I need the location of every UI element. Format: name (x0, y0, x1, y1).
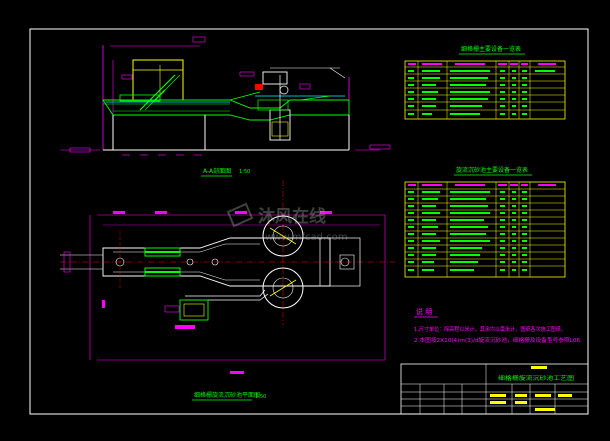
watermark: 沐风在线 www.mfcad.com (226, 202, 348, 243)
plan-view (60, 180, 395, 374)
section-view (60, 36, 391, 156)
plan-scale: 1:50 (255, 394, 266, 400)
section-title: A-A剖面图 1:50 (201, 167, 250, 177)
upper-table-title: 细格栅主要设备一览表 (461, 45, 521, 53)
note-line-1: 1.尺寸单位：除高程以米计，其余均以毫米计，图纸各次施工图纸。 (414, 325, 566, 333)
plan-label: 细格栅旋流沉砂池平面图 (194, 391, 260, 399)
section-scale: 1:50 (239, 169, 250, 175)
sheet-border (29, 28, 589, 415)
notes-block: 说 明 1.尺寸单位：除高程以米计，其余均以毫米计，图纸各次施工图纸。 2.本图… (414, 307, 582, 344)
lower-equipment-table: 旋流沉砂池主要设备一览表 (404, 166, 566, 278)
note-line-2: 2.本图按2X10(4)m(3)/d旋流沉砂池，细格栅及设备型号参照L06. (414, 336, 582, 344)
watermark-url: www.mfcad.com (265, 232, 348, 243)
plan-title: 细格栅旋流沉砂池平面图 1:50 (192, 391, 266, 401)
watermark-text: 沐风在线 (258, 206, 326, 227)
title-block-name: 细格栅旋流沉砂池工艺图 (498, 374, 574, 382)
lower-table-title: 旋流沉砂池主要设备一览表 (456, 166, 528, 174)
title-block: 细格栅旋流沉砂池工艺图 (400, 363, 589, 415)
section-label: A-A剖面图 (203, 167, 231, 175)
notes-title: 说 明 (416, 307, 432, 316)
upper-equipment-table: 细格栅主要设备一览表 (404, 45, 566, 120)
